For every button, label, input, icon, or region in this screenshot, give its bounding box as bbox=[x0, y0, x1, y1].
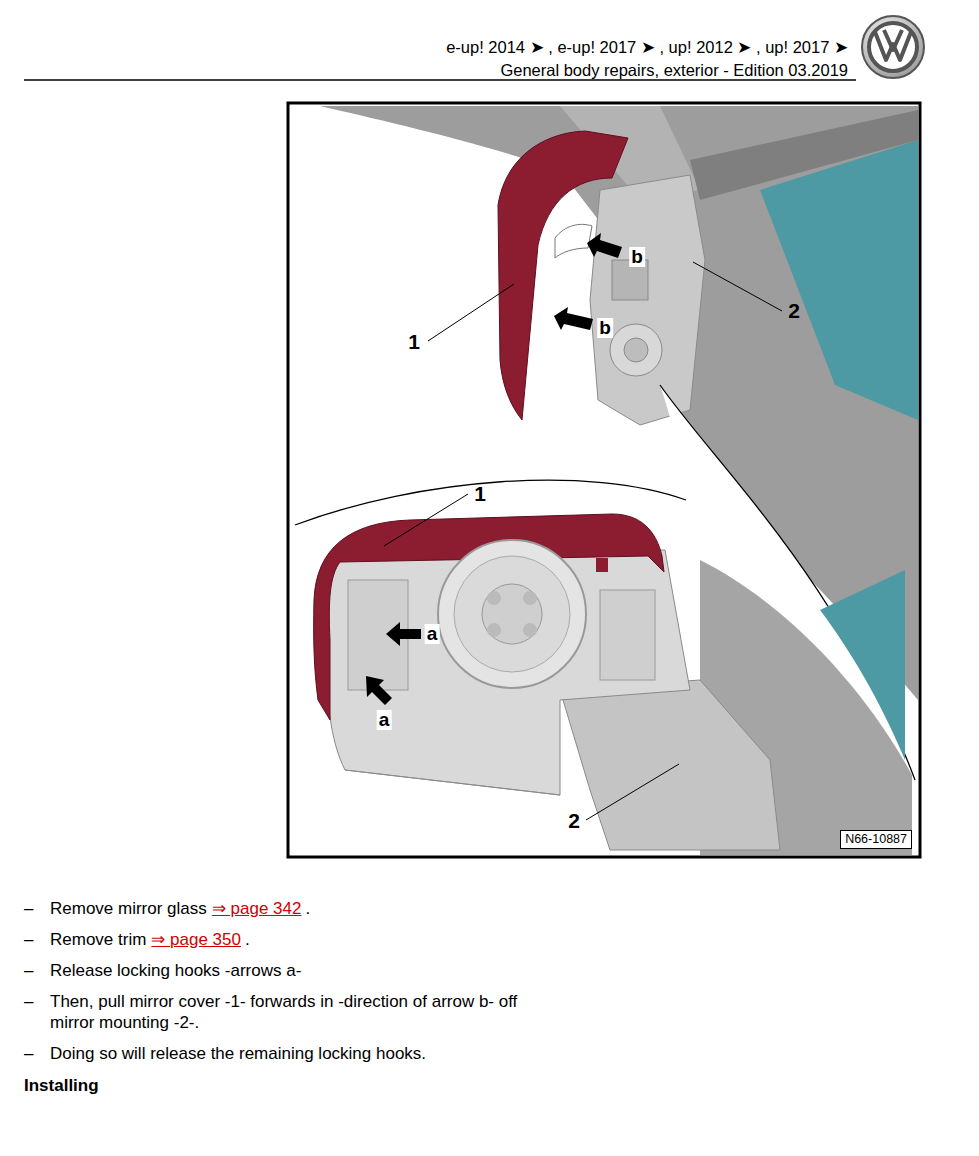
figure-code-box: N66-10887 bbox=[840, 830, 912, 849]
bullet-dash: – bbox=[24, 960, 50, 981]
leader-line bbox=[586, 764, 679, 820]
arrow-letter: a bbox=[377, 710, 392, 730]
leader-line bbox=[428, 284, 514, 341]
instruction-text: Release locking hooks -arrows a- bbox=[50, 960, 301, 981]
instruction-line: –Remove mirror glass⇒ page 342. bbox=[24, 898, 310, 919]
callout-number: 2 bbox=[568, 810, 580, 832]
instruction-text: Remove mirror glass bbox=[50, 898, 207, 919]
bullet-dash: – bbox=[24, 1043, 50, 1064]
header-title: General body repairs, exterior - Edition… bbox=[500, 60, 848, 80]
callout-number: 2 bbox=[788, 300, 800, 322]
page-link: ⇒ page 350 bbox=[151, 929, 241, 950]
bullet-dash: – bbox=[24, 929, 50, 950]
instruction-text: Then, pull mirror cover -1- forwards in … bbox=[50, 991, 565, 1033]
bullet-dash: – bbox=[24, 991, 50, 1012]
instruction-line: Installing bbox=[24, 1075, 99, 1096]
instruction-line: –Remove trim⇒ page 350. bbox=[24, 929, 250, 950]
instruction-line: –Then, pull mirror cover -1- forwards in… bbox=[24, 991, 565, 1033]
vw-logo bbox=[862, 16, 924, 78]
leader-line bbox=[693, 262, 782, 311]
figure bbox=[288, 103, 920, 857]
figure-code: N66-10887 bbox=[845, 832, 907, 846]
arrow-b bbox=[554, 307, 593, 330]
arrow-letter: b bbox=[597, 318, 613, 338]
header-rule bbox=[24, 79, 856, 81]
instruction-text: Doing so will release the remaining lock… bbox=[50, 1043, 426, 1064]
header-models: e-up! 2014 ➤ , e-up! 2017 ➤ , up! 2012 ➤… bbox=[446, 37, 848, 57]
page-link: ⇒ page 342 bbox=[212, 898, 302, 919]
section-heading: Installing bbox=[24, 1075, 99, 1096]
punctuation: . bbox=[245, 929, 250, 950]
callout-number: 1 bbox=[408, 331, 420, 353]
callout-number: 1 bbox=[474, 483, 486, 505]
arrow-letter: a bbox=[425, 624, 440, 644]
punctuation: . bbox=[305, 898, 310, 919]
instruction-text: Remove trim bbox=[50, 929, 146, 950]
arrow-a bbox=[366, 676, 392, 705]
arrow-b bbox=[587, 233, 622, 258]
arrow-letter: b bbox=[629, 247, 645, 267]
instruction-line: –Release locking hooks -arrows a- bbox=[24, 960, 301, 981]
bullet-dash: – bbox=[24, 898, 50, 919]
arrow-a bbox=[386, 622, 421, 646]
instruction-line: –Doing so will release the remaining loc… bbox=[24, 1043, 426, 1064]
leader-line bbox=[384, 494, 468, 546]
